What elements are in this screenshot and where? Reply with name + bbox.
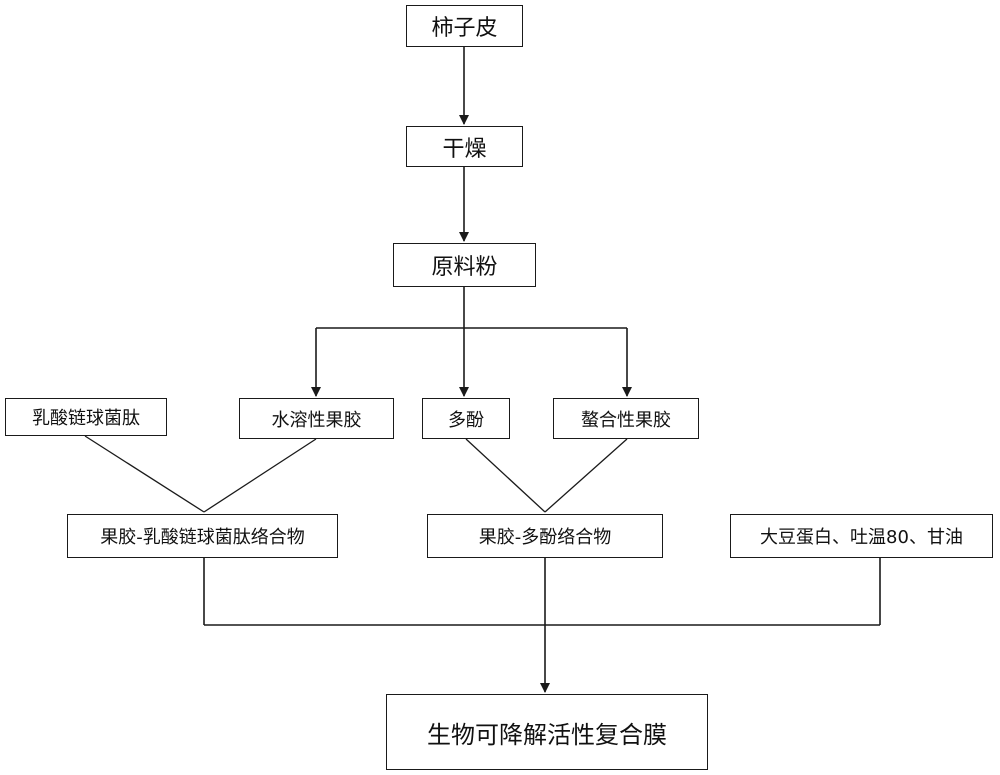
node-raw-powder: 原料粉 xyxy=(393,243,536,287)
edge-pectin-to-nisin-complex xyxy=(203,438,317,513)
edge-nisin-to-complex xyxy=(84,435,205,513)
node-water-soluble-pectin: 水溶性果胶 xyxy=(239,398,394,439)
node-persimmon-peel: 柿子皮 xyxy=(406,5,523,47)
node-nisin: 乳酸链球菌肽 xyxy=(5,398,167,436)
edge-polyphenol-to-complex xyxy=(465,438,546,513)
node-additives: 大豆蛋白、吐温80、甘油 xyxy=(730,514,993,558)
node-final-film: 生物可降解活性复合膜 xyxy=(386,694,708,770)
edge-chelating-to-polyphenol-complex xyxy=(544,438,628,513)
node-polyphenol: 多酚 xyxy=(422,398,510,439)
node-pectin-polyphenol-complex: 果胶-多酚络合物 xyxy=(427,514,663,558)
node-drying: 干燥 xyxy=(406,126,523,167)
node-chelating-pectin: 螯合性果胶 xyxy=(553,398,699,439)
node-pectin-nisin-complex: 果胶-乳酸链球菌肽络合物 xyxy=(67,514,338,558)
